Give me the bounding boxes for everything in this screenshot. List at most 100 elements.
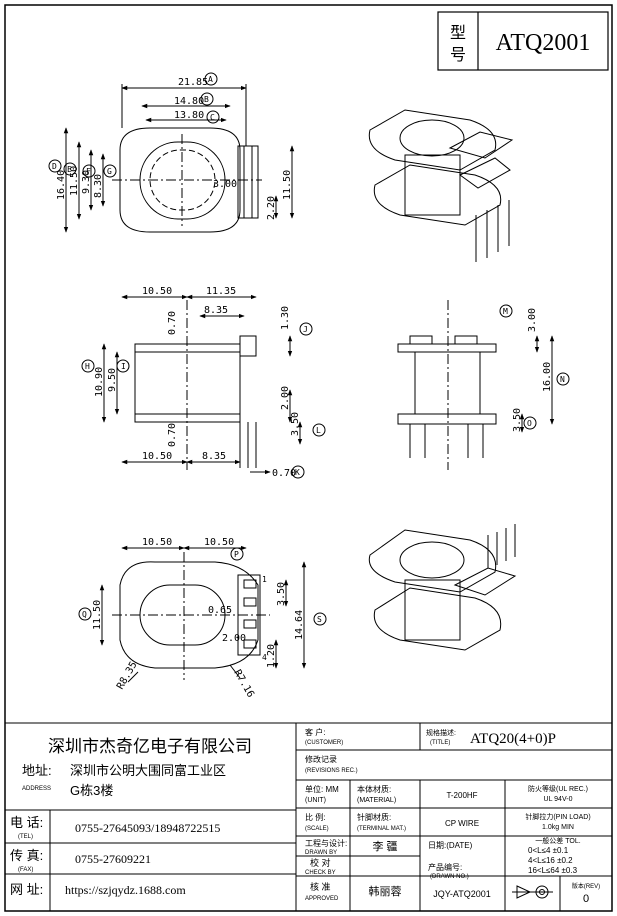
- terminal-value: CP WIRE: [445, 819, 479, 828]
- balloon-c: C: [210, 113, 215, 122]
- top-pin-block: [237, 145, 259, 219]
- bottom-flange-outline: [119, 561, 259, 669]
- bottom-radius-1: R8.35: [115, 660, 140, 692]
- fax-label: 传 真:: [10, 848, 43, 863]
- front-dim-o: 3.50: [512, 408, 523, 432]
- model-block: 型 号 ATQ2001: [437, 11, 609, 71]
- side-view: [101, 294, 303, 475]
- rev-value: 0: [583, 893, 589, 905]
- balloon-l: L: [316, 426, 321, 435]
- tolerance-2: 4<L≤16 ±0.2: [528, 856, 573, 865]
- bottom-radius-2: R7.16: [231, 668, 256, 700]
- top-view-labels: 21.85 14.80 13.80 3.00 16.40 11.50 9.30 …: [48, 72, 293, 220]
- side-dim-l2: 11.35: [206, 286, 236, 297]
- balloon-n: N: [560, 375, 565, 384]
- model-label-1: 型: [450, 24, 466, 42]
- balloon-q: Q: [82, 610, 87, 619]
- scale-label: 比 例:: [305, 812, 325, 822]
- date-label: 日期:(DATE): [428, 841, 473, 850]
- pin-load-value: 1.0kg MIN: [542, 824, 574, 831]
- title-value: ATQ20(4+0)P: [470, 731, 556, 747]
- address-label: 地址:: [22, 763, 52, 778]
- tel-value: 0755-27645093/18948722515: [75, 821, 220, 835]
- drawn-sub: DRAWN BY: [305, 850, 337, 856]
- bottom-view-labels: 10.50 10.50 11.50 14.64 3.50 0.65 2.00 1…: [78, 537, 327, 700]
- balloon-m: M: [503, 307, 508, 316]
- tolerance-3: 16<L≤64 ±0.3: [528, 866, 578, 875]
- balloon-g: G: [107, 167, 112, 176]
- dim-g-text: 8.30: [93, 174, 104, 198]
- revisions-sub: (REVISIONS REC.): [305, 768, 358, 774]
- bottom-view: [99, 545, 307, 683]
- terminal-label: 针脚材质:: [357, 812, 391, 822]
- dim-c-text: 13.80: [174, 110, 204, 121]
- side-dim-bl2: 8.35: [202, 451, 226, 462]
- dim-e-text: 11.50: [69, 166, 80, 196]
- side-dim-l3: 8.35: [204, 305, 228, 316]
- customer-label: 客 户:: [305, 727, 325, 737]
- top-flange-outline: [119, 127, 241, 233]
- bottom-dim-s: 14.64: [294, 610, 305, 640]
- balloon-f: F: [86, 167, 91, 176]
- balloon-h: H: [85, 362, 90, 371]
- bottom-dim-q: 11.50: [92, 600, 103, 630]
- balloon-b: B: [204, 95, 209, 104]
- unit-sub: (UNIT): [305, 797, 326, 804]
- bottom-dim-d1: 3.50: [276, 582, 287, 606]
- dim-r1-text: 2.20: [266, 196, 277, 220]
- company-name: 深圳市杰奇亿电子有限公司: [48, 737, 252, 756]
- side-dim-bl1: 10.50: [142, 451, 172, 462]
- drawn-value: 李 疆: [372, 839, 397, 853]
- address-line1: 深圳市公明大围同富工业区: [70, 763, 226, 778]
- scale-sub: (SCALE): [305, 826, 329, 832]
- title-sub: (TITLE): [430, 740, 450, 746]
- side-dim-l1: 10.50: [142, 286, 172, 297]
- product-label: 产品编号:: [428, 862, 462, 872]
- balloon-s: S: [317, 615, 322, 624]
- model-label-2: 号: [450, 46, 466, 64]
- dim-r2-text: 11.50: [282, 170, 293, 200]
- tolerance-label: 一般公差 TOL.: [535, 836, 580, 845]
- pin-label-1: 1: [262, 575, 267, 584]
- rev-label: 版本(REV): [572, 882, 600, 890]
- front-dim-n: 16.00: [542, 362, 553, 392]
- dim-mid-text: 3.00: [213, 179, 237, 190]
- dim-d-text: 16.40: [56, 170, 67, 200]
- title-label: 规格描述:: [426, 728, 456, 737]
- balloon-k: K: [295, 468, 300, 477]
- model-number: ATQ2001: [496, 30, 591, 56]
- bottom-dim-l1: 10.50: [142, 537, 172, 548]
- bottom-dim-d2: 0.65: [208, 605, 232, 616]
- material-sub: (MATERIAL): [357, 797, 396, 804]
- side-top-lug: [239, 335, 257, 357]
- drawn-label: 工程与设计:: [305, 838, 347, 848]
- balloon-d: D: [52, 162, 57, 171]
- balloon-e: E: [67, 165, 72, 174]
- pin-label-4: 4: [262, 653, 267, 662]
- balloon-a: A: [208, 75, 213, 84]
- pin-load-label: 针脚拉力(PIN LOAD): [525, 812, 590, 821]
- projection-symbol-icon: [512, 885, 553, 899]
- tel-label: 电 话:: [10, 815, 43, 830]
- bottom-dim-d4: 1.20: [266, 644, 277, 668]
- unit-label: 单位: MM: [305, 784, 339, 794]
- side-dim-b3: 3.50: [290, 412, 301, 436]
- top-view: [63, 84, 295, 233]
- balloon-p: P: [234, 550, 239, 559]
- side-dim-b1: 0.70: [167, 423, 178, 447]
- side-view-labels: 10.50 11.35 8.35 0.70 1.30 10.90 9.50 0.…: [81, 286, 326, 479]
- balloon-j: J: [303, 325, 308, 334]
- side-dim-t1: 0.70: [167, 311, 178, 335]
- customer-sub: (CUSTOMER): [305, 740, 343, 746]
- revisions-label: 修改记录: [305, 754, 337, 764]
- web-value: https://szjqydz.1688.com: [65, 883, 186, 897]
- approved-label: 核 准: [310, 881, 331, 892]
- sheet-border: [4, 4, 613, 912]
- isometric-view-upper: [368, 109, 514, 262]
- approved-value: 韩丽蓉: [369, 884, 402, 898]
- fax-value: 0755-27609221: [75, 852, 151, 866]
- material-value: T-200HF: [446, 791, 477, 800]
- bottom-dim-l2: 10.50: [204, 537, 234, 548]
- terminal-sub: (TERMINAL MAT.): [357, 826, 406, 832]
- bottom-dim-d3: 2.00: [222, 633, 246, 644]
